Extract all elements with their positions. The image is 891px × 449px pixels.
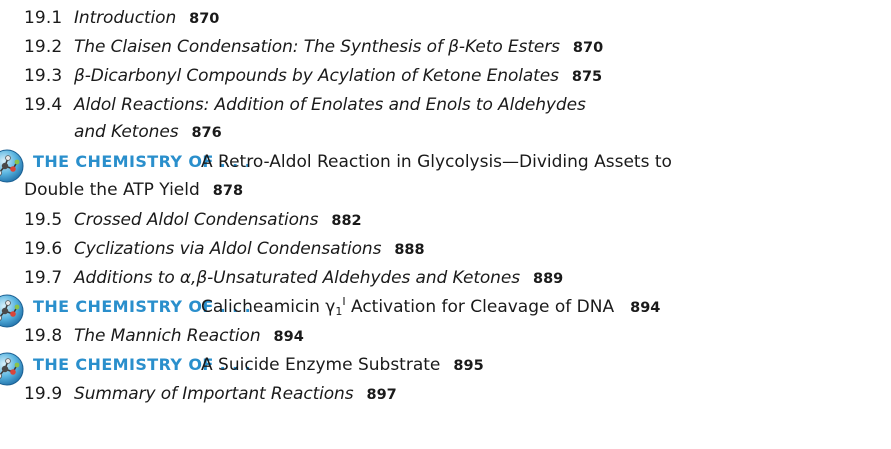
- chemistry-of-label: THE CHEMISTRY OF . . .: [33, 152, 252, 171]
- chemistry-title: Calicheamicin γ1I Activation for Cleavag…: [201, 295, 661, 318]
- toc-entry-19-9[interactable]: 19.9 Summary of Important Reactions 897: [0, 384, 397, 405]
- toc-entry-19-8[interactable]: 19.8 The Mannich Reaction 894: [0, 326, 304, 347]
- superscript: I: [342, 295, 346, 308]
- page-number: 895: [453, 358, 484, 374]
- section-title: β-Dicarbonyl Compounds by Acylation of K…: [74, 66, 559, 86]
- molecule-icon: [0, 149, 24, 183]
- chemistry-title-text: A Suicide Enzyme Substrate: [201, 355, 441, 375]
- section-title: The Mannich Reaction: [74, 326, 261, 346]
- section-number: 19.1: [24, 8, 63, 28]
- section-title: Crossed Aldol Condensations: [74, 210, 319, 230]
- page-number: 870: [572, 40, 604, 56]
- section-number: 19.4: [24, 95, 63, 115]
- page-number: 882: [331, 213, 362, 229]
- page-number: 889: [532, 271, 564, 287]
- subscript: 1: [335, 305, 343, 318]
- toc-entry-19-6[interactable]: 19.6 Cyclizations via Aldol Condensations…: [0, 239, 425, 260]
- chemistry-of-label: THE CHEMISTRY OF . . .: [33, 355, 252, 374]
- toc-entry-19-2[interactable]: 19.2 The Claisen Condensation: The Synthe…: [0, 37, 603, 58]
- section-number: 19.3: [24, 66, 63, 86]
- chemistry-feature-calicheamicin[interactable]: THE CHEMISTRY OF . . . Calicheamicin γ1I…: [0, 297, 891, 319]
- section-title: Additions to α,β-Unsaturated Aldehydes a…: [74, 268, 520, 288]
- section-title: Summary of Important Reactions: [74, 384, 354, 404]
- page-number: 897: [366, 387, 397, 403]
- section-number: 19.5: [24, 210, 63, 230]
- toc-entry-19-5[interactable]: 19.5 Crossed Aldol Condensations 882: [0, 210, 362, 231]
- page-number: 878: [212, 183, 244, 199]
- chemistry-feature-suicide-enzyme[interactable]: THE CHEMISTRY OF . . . A Suicide Enzyme …: [0, 355, 891, 377]
- section-title: Introduction: [74, 8, 177, 28]
- page-number: 894: [630, 300, 661, 316]
- chemistry-title: A Retro-Aldol Reaction in Glycolysis—Div…: [201, 152, 672, 172]
- section-number: 19.9: [24, 384, 63, 404]
- page-number: 870: [189, 11, 220, 27]
- section-title-continued: and Ketones: [74, 122, 179, 142]
- chemistry-title-end: Activation for Cleavage of DNA: [345, 297, 615, 317]
- chemistry-feature-retro-aldol-continued[interactable]: Double the ATP Yield 878: [24, 180, 243, 201]
- toc-entry-19-3[interactable]: 19.3 β-Dicarbonyl Compounds by Acylation …: [0, 66, 602, 87]
- toc-entry-19-4-continued[interactable]: and Ketones 876: [74, 122, 222, 143]
- page-number: 876: [191, 125, 222, 141]
- section-number: 19.2: [24, 37, 63, 57]
- section-title: Aldol Reactions: Addition of Enolates an…: [74, 95, 586, 115]
- page-number: 888: [394, 242, 425, 258]
- page-number: 875: [571, 69, 603, 85]
- toc-entry-19-7[interactable]: 19.7 Additions to α,β-Unsaturated Aldehyd…: [0, 268, 563, 289]
- chemistry-title-start: Calicheamicin γ: [201, 297, 336, 317]
- toc-entry-19-4[interactable]: 19.4 Aldol Reactions: Addition of Enolate…: [0, 95, 586, 115]
- molecule-icon: [0, 294, 24, 328]
- page-number: 894: [273, 329, 304, 345]
- chemistry-title-continued: Double the ATP Yield: [24, 180, 200, 200]
- section-number: 19.8: [24, 326, 63, 346]
- chemistry-title: A Suicide Enzyme Substrate 895: [201, 355, 484, 376]
- toc-entry-19-1[interactable]: 19.1 Introduction 870: [0, 8, 219, 29]
- molecule-icon: [0, 352, 24, 386]
- section-title: The Claisen Condensation: The Synthesis …: [74, 37, 560, 57]
- section-number: 19.7: [24, 268, 63, 288]
- section-number: 19.6: [24, 239, 63, 259]
- section-title: Cyclizations via Aldol Condensations: [74, 239, 382, 259]
- chemistry-feature-retro-aldol[interactable]: THE CHEMISTRY OF . . . A Retro-Aldol Rea…: [0, 152, 891, 174]
- chemistry-of-label: THE CHEMISTRY OF . . .: [33, 297, 252, 316]
